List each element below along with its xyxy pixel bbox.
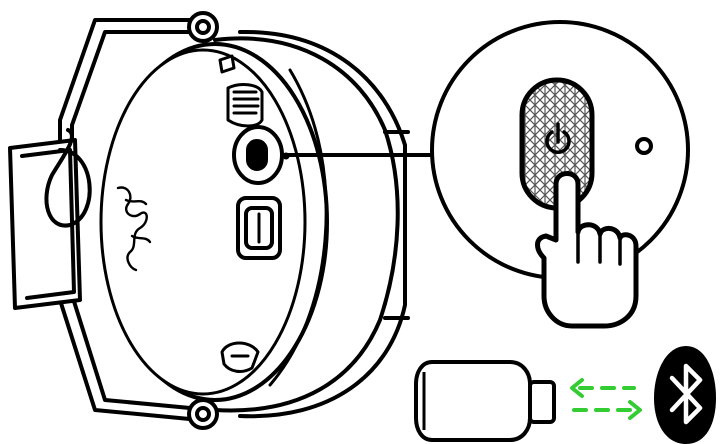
status-led [635,137,653,155]
headband-slider [8,128,92,310]
arrow-left [570,378,636,398]
headset-power-button [232,125,290,185]
volume-wheel [218,54,264,128]
razer-logo-icon [116,186,152,272]
usb-dongle [414,360,556,442]
pointing-hand-icon [535,171,639,329]
headset [8,11,410,430]
callout-circle [430,20,690,329]
pairing-arrows [570,378,642,420]
usb-c-port [236,196,282,260]
mic-mute-button [220,341,260,373]
power-icon [545,122,571,154]
ear-cup-plate [99,42,329,402]
arrow-right [572,400,642,420]
bluetooth-icon [654,346,716,444]
